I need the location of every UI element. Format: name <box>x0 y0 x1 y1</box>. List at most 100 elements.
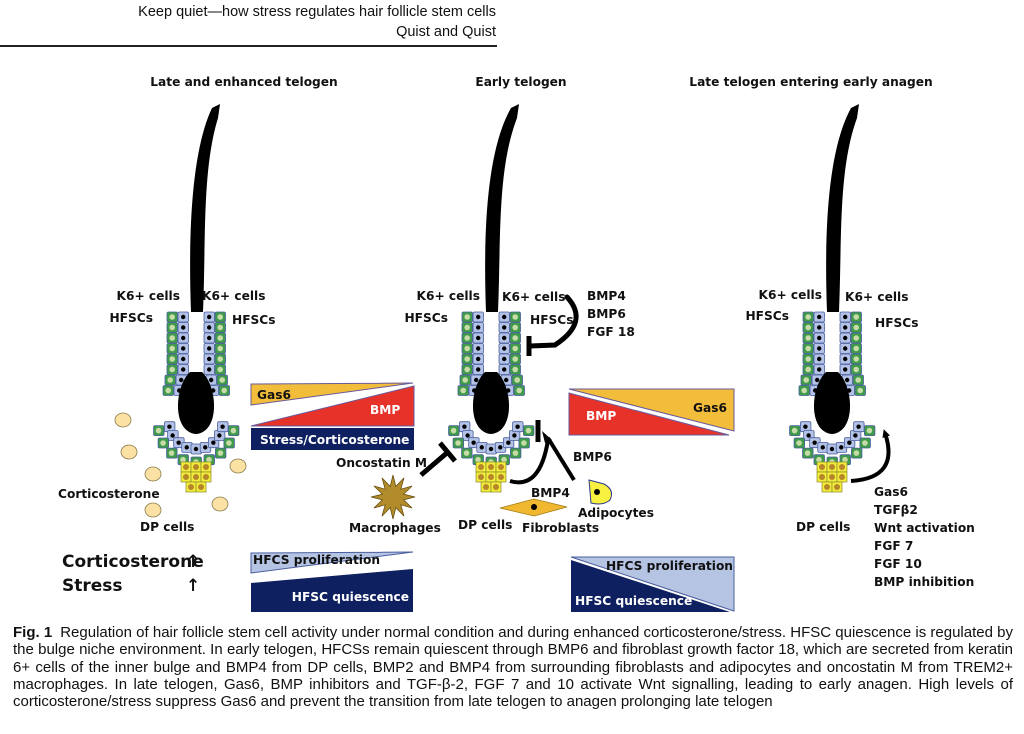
gradient-bar-middle: Gas6 BMP <box>568 388 735 436</box>
cell-nucleus <box>515 424 520 429</box>
cell-nucleus <box>170 433 175 438</box>
cell-nucleus <box>465 433 470 438</box>
cell-nucleus <box>181 325 186 330</box>
cell-nucleus <box>501 456 507 463</box>
cell-nucleus <box>845 377 850 383</box>
cell-nucleus <box>853 314 859 320</box>
legend-up-arrow-icon: ↑ <box>186 576 200 596</box>
label-k6-cells-right: K6+ cells <box>845 290 908 304</box>
hair-bulb <box>472 372 510 434</box>
figure-1: Late and enhanced telogen Early telogen … <box>0 55 1024 615</box>
proliferation-wedge <box>570 556 735 612</box>
bmp6-inhibition-arrow <box>535 420 576 482</box>
cell-nucleus <box>853 366 859 373</box>
label-dp-cells-left: DP cells <box>140 520 194 534</box>
cell-nucleus <box>514 377 520 383</box>
cell-nucleus <box>181 367 186 372</box>
cell-nucleus <box>168 450 175 456</box>
gas6-gradient <box>250 382 414 406</box>
dp-cell-nucleus <box>193 464 199 470</box>
cell-nucleus <box>853 345 859 352</box>
label-hfscs-left: HFSCs <box>404 311 448 325</box>
label-bmp4: BMP4 <box>531 486 570 500</box>
cell-nucleus <box>181 335 186 341</box>
panel-title-left: Late and enhanced telogen <box>150 75 337 89</box>
cell-nucleus <box>169 324 175 331</box>
cell-nucleus <box>169 335 175 341</box>
label-oncostatin-m: Oncostatin M <box>336 456 427 470</box>
cell-nucleus <box>207 335 212 341</box>
cell-nucleus <box>512 366 518 373</box>
cell-nucleus <box>805 335 811 341</box>
cell-nucleus <box>217 335 223 341</box>
cell-nucleus <box>853 450 860 456</box>
cell-nucleus <box>816 456 822 463</box>
cell-nucleus <box>460 387 467 394</box>
cell-nucleus <box>207 346 212 351</box>
cell-nucleus <box>479 445 484 450</box>
cell-nucleus <box>820 445 825 450</box>
cell-nucleus <box>817 346 822 351</box>
cell-nucleus <box>206 456 212 463</box>
cell-nucleus <box>209 377 214 383</box>
label-hfscs-right: HFSCs <box>530 313 574 327</box>
cell-nucleus <box>502 367 507 372</box>
cell-nucleus <box>853 335 859 341</box>
stress-bar <box>251 428 414 450</box>
cell-nucleus <box>220 424 225 429</box>
hair-shaft <box>826 104 859 312</box>
cell-nucleus <box>169 366 175 373</box>
bmp-gradient <box>568 392 730 436</box>
cell-nucleus <box>184 445 189 450</box>
figure-canvas: Late and enhanced telogen Early telogen … <box>58 75 975 612</box>
cell-nucleus <box>817 356 822 362</box>
label-fibroblasts: Fibroblasts <box>522 521 599 535</box>
gas6-label: Gas6 <box>693 401 727 415</box>
cell-nucleus <box>796 440 802 446</box>
cell-nucleus <box>521 440 527 446</box>
cell-nucleus <box>801 387 807 394</box>
label-macrophages: Macrophages <box>349 521 441 535</box>
cell-nucleus <box>853 324 859 331</box>
cell-nucleus <box>193 446 199 452</box>
dp-cell-nucleus <box>488 464 494 470</box>
cell-nucleus <box>217 356 223 362</box>
cell-nucleus <box>805 314 811 320</box>
hair-bulb <box>813 372 851 434</box>
legend-corticosterone: Corticosterone <box>62 552 204 572</box>
macrophage-icon <box>370 474 416 520</box>
cell-nucleus <box>217 345 223 352</box>
cell-nucleus <box>476 325 481 330</box>
gas6-gradient <box>568 388 735 432</box>
cell-nucleus <box>211 440 216 445</box>
cell-nucleus <box>839 445 844 450</box>
cell-nucleus <box>843 325 848 330</box>
factor-fgf7: FGF 7 <box>874 539 913 553</box>
hair-follicle-left <box>153 104 240 493</box>
cell-nucleus <box>169 345 175 352</box>
corticosterone-dot <box>114 412 132 428</box>
quiescence-block <box>571 560 730 612</box>
label-hfscs-left: HFSCs <box>745 309 789 323</box>
corticosterone-dot <box>144 466 162 482</box>
legend-stress: Stress <box>62 576 123 596</box>
running-head-authors: Quist and Quist <box>396 24 496 40</box>
bmp-label: BMP <box>586 409 616 423</box>
label-dp-cells-right: DP cells <box>796 520 850 534</box>
quiescence-label: HFSC quiescence <box>575 594 692 608</box>
label-hfscs-right: HFSCs <box>875 316 919 330</box>
dp-cell-nucleus <box>183 474 189 480</box>
cell-nucleus <box>474 377 479 383</box>
dp-cell-nucleus <box>498 464 504 470</box>
cell-nucleus <box>803 377 809 383</box>
cell-nucleus <box>181 314 186 320</box>
proliferation-label: HFCS proliferation <box>253 553 380 567</box>
hair-shaft <box>190 104 220 312</box>
cell-nucleus <box>516 387 522 394</box>
proliferation-label: HFCS proliferation <box>606 559 733 573</box>
label-fgf18-secreted: FGF 18 <box>587 325 635 339</box>
cell-nucleus <box>167 424 172 429</box>
dp-cell-nucleus <box>839 474 845 480</box>
dp-cell-nucleus <box>819 464 825 470</box>
